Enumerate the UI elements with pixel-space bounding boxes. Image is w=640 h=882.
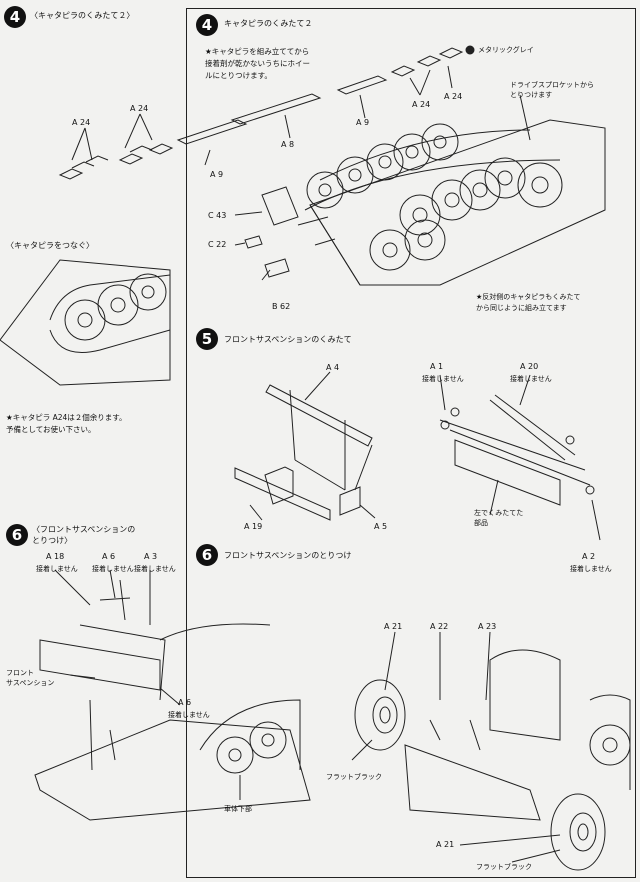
part-label-a9: A 9 <box>356 118 370 127</box>
part-label-a9: A 9 <box>210 170 224 179</box>
no-glue-note: 接着しません <box>422 375 464 383</box>
part-label-a6: A 6 <box>178 698 192 707</box>
part-label-a21: A 21 <box>384 622 403 631</box>
note-line: から同じように組み立てます <box>476 304 567 312</box>
suspension-step5-right <box>439 394 595 506</box>
no-glue-note: 接着しません <box>510 375 552 383</box>
right-column-frame <box>186 8 636 878</box>
front-suspension-label: フロント サスペンション <box>6 668 54 688</box>
opposite-side-note: ★反対側のキャタピラもくみたて から同じように組み立てます <box>476 292 581 314</box>
step-4-right-title: キャタピラのくみたて２ <box>224 19 313 28</box>
note-line: 左でくみたてた <box>474 509 524 517</box>
part-label-b62: B 62 <box>272 302 291 311</box>
note-line: 部品 <box>474 519 488 527</box>
track-join-drawing <box>0 259 171 386</box>
join-track-title: 〈キャタピラをつなぐ〉 <box>6 241 94 250</box>
step-4-left-number: 4 <box>4 6 26 28</box>
step-6-left-number: 6 <box>6 524 28 546</box>
part-label-a1: A 1 <box>430 362 444 371</box>
no-glue-note: 接着しません <box>168 711 210 719</box>
no-glue-note: 接着しません <box>570 565 612 573</box>
color-note-metallic-grey: メタリックグレイ <box>478 46 534 54</box>
part-label-a18: A 18 <box>46 552 65 561</box>
suspension-install-left <box>34 579 311 821</box>
track-links-left <box>58 47 464 180</box>
spare-track-note: ★キャタピラ A24は２個余ります。 予備としてお使い下さい。 <box>6 412 127 436</box>
no-glue-note: 接着しません <box>134 565 176 573</box>
step-4-right-number: 4 <box>196 14 218 36</box>
instruction-line: 接着剤が乾かないうちにホイー <box>205 59 310 68</box>
note-line: ★反対側のキャタピラもくみたて <box>476 293 581 301</box>
left-assembled-parts-note: 左でくみたてた 部品 <box>474 508 523 528</box>
sprocket-note: ドライブスプロケットから とりつけます <box>510 80 594 100</box>
part-label-c43: C 43 <box>208 211 227 220</box>
part-label-a24: A 24 <box>412 100 431 109</box>
part-label-a20: A 20 <box>520 362 539 371</box>
part-label-a3: A 3 <box>144 552 158 561</box>
part-label-c22: C 22 <box>208 240 227 249</box>
step-6-right-title: フロントサスペンションのとりつけ <box>224 551 352 560</box>
note-line: フロント <box>6 669 34 677</box>
step-6-right-number: 6 <box>196 544 218 566</box>
note-line: ★キャタピラ A24は２個余ります。 <box>6 413 127 422</box>
note-line: とりつけます <box>510 91 553 99</box>
suspension-step5 <box>234 384 373 521</box>
step-5-number: 5 <box>196 328 218 350</box>
part-label-a24: A 24 <box>72 118 91 127</box>
no-glue-note: 接着しません <box>36 565 78 573</box>
title-line: とりつけ〉 <box>32 536 73 545</box>
lower-hull-label: 車体下部 <box>224 805 252 813</box>
color-note-flat-black: フラットブラック <box>326 773 382 781</box>
no-glue-note: 接着しません <box>92 565 134 573</box>
part-label-a4: A 4 <box>326 363 340 372</box>
part-label-a24: A 24 <box>444 92 463 101</box>
instruction-line: ★キャタピラを組み立ててから <box>205 47 310 56</box>
part-label-a6: A 6 <box>102 552 116 561</box>
part-label-a21: A 21 <box>436 840 455 849</box>
step-4-instruction: ★キャタピラを組み立ててから 接着剤が乾かないうちにホイー ルにとりつけます。 <box>205 46 310 82</box>
title-line: 〈フロントサスペンションの <box>32 525 136 534</box>
part-label-a22: A 22 <box>430 622 449 631</box>
step-5-title: フロントサスペンションのくみたて <box>224 335 352 344</box>
part-label-a5: A 5 <box>374 522 388 531</box>
instruction-line: ルにとりつけます。 <box>205 71 272 80</box>
part-label-a24: A 24 <box>130 104 149 113</box>
part-label-a23: A 23 <box>478 622 497 631</box>
step-4-left-title: 〈キャタピラのくみたて２〉 <box>30 11 135 20</box>
suspension-install-right <box>354 649 631 871</box>
hull-step4 <box>244 119 606 286</box>
note-line: 予備としてお使い下さい。 <box>6 425 96 434</box>
part-label-a2: A 2 <box>582 552 596 561</box>
note-line: ドライブスプロケットから <box>510 81 594 89</box>
part-label-a19: A 19 <box>244 522 263 531</box>
part-label-a8: A 8 <box>281 140 295 149</box>
step-6-left-title: 〈フロントサスペンションの とりつけ〉 <box>32 524 135 546</box>
note-line: サスペンション <box>6 679 55 687</box>
color-note-flat-black: フラットブラック <box>476 863 532 871</box>
